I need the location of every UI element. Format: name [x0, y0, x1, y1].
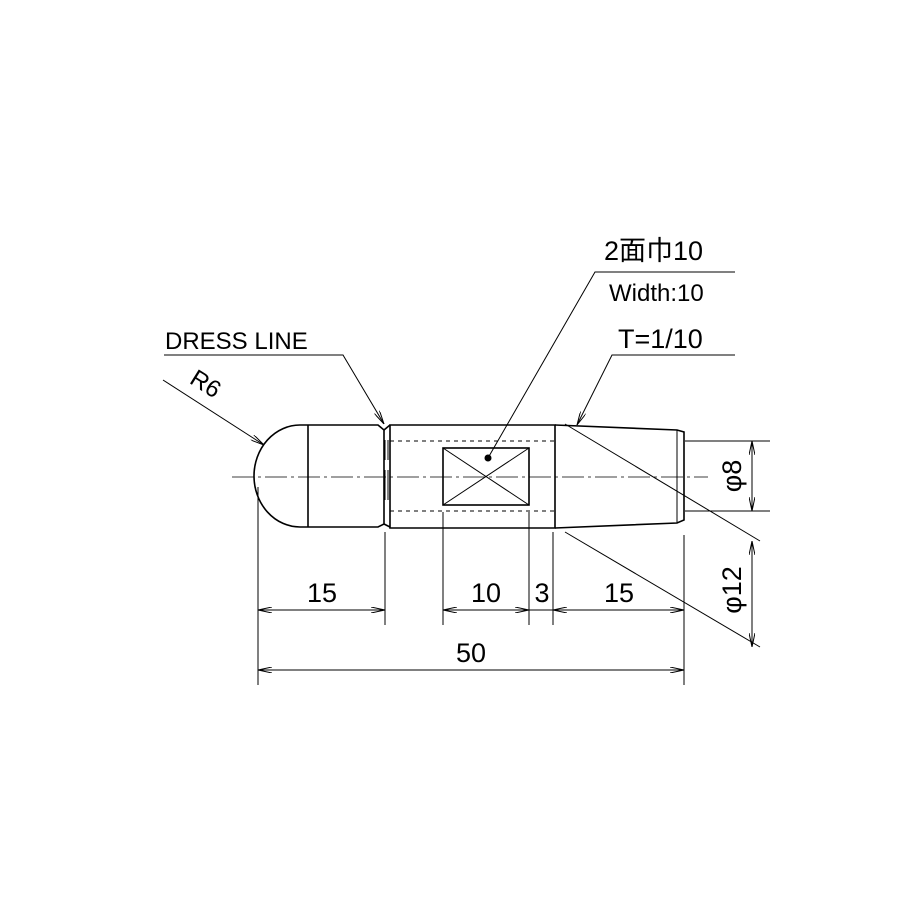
- width-jp-label: 2面巾10: [604, 236, 703, 266]
- dim-flat-length: 10: [471, 578, 501, 608]
- dim-dia-large: φ12: [717, 566, 747, 614]
- dim-overall-length: 50: [456, 638, 486, 668]
- dim-gap-length: 3: [534, 578, 549, 608]
- taper-label: T=1/10: [618, 324, 703, 354]
- ball-head-outline: [253, 424, 308, 528]
- extension-lines: [257, 423, 770, 685]
- dimension-lines: [258, 441, 752, 670]
- dim-taper-length: 15: [604, 578, 634, 608]
- dress-line-label: DRESS LINE: [165, 328, 308, 355]
- width-flat: [442, 447, 530, 506]
- width-en-label: Width:10: [609, 280, 704, 307]
- flat-leader-dot: [484, 454, 492, 462]
- leader-lines: [162, 271, 735, 459]
- head-cylinder-outline: [308, 424, 385, 528]
- dress-line-groove: [383, 424, 391, 528]
- dim-dia-small: φ8: [717, 460, 747, 493]
- dim-head-length: 15: [307, 578, 337, 608]
- shank-body-outline: [389, 424, 556, 529]
- taper-outline: [554, 424, 685, 529]
